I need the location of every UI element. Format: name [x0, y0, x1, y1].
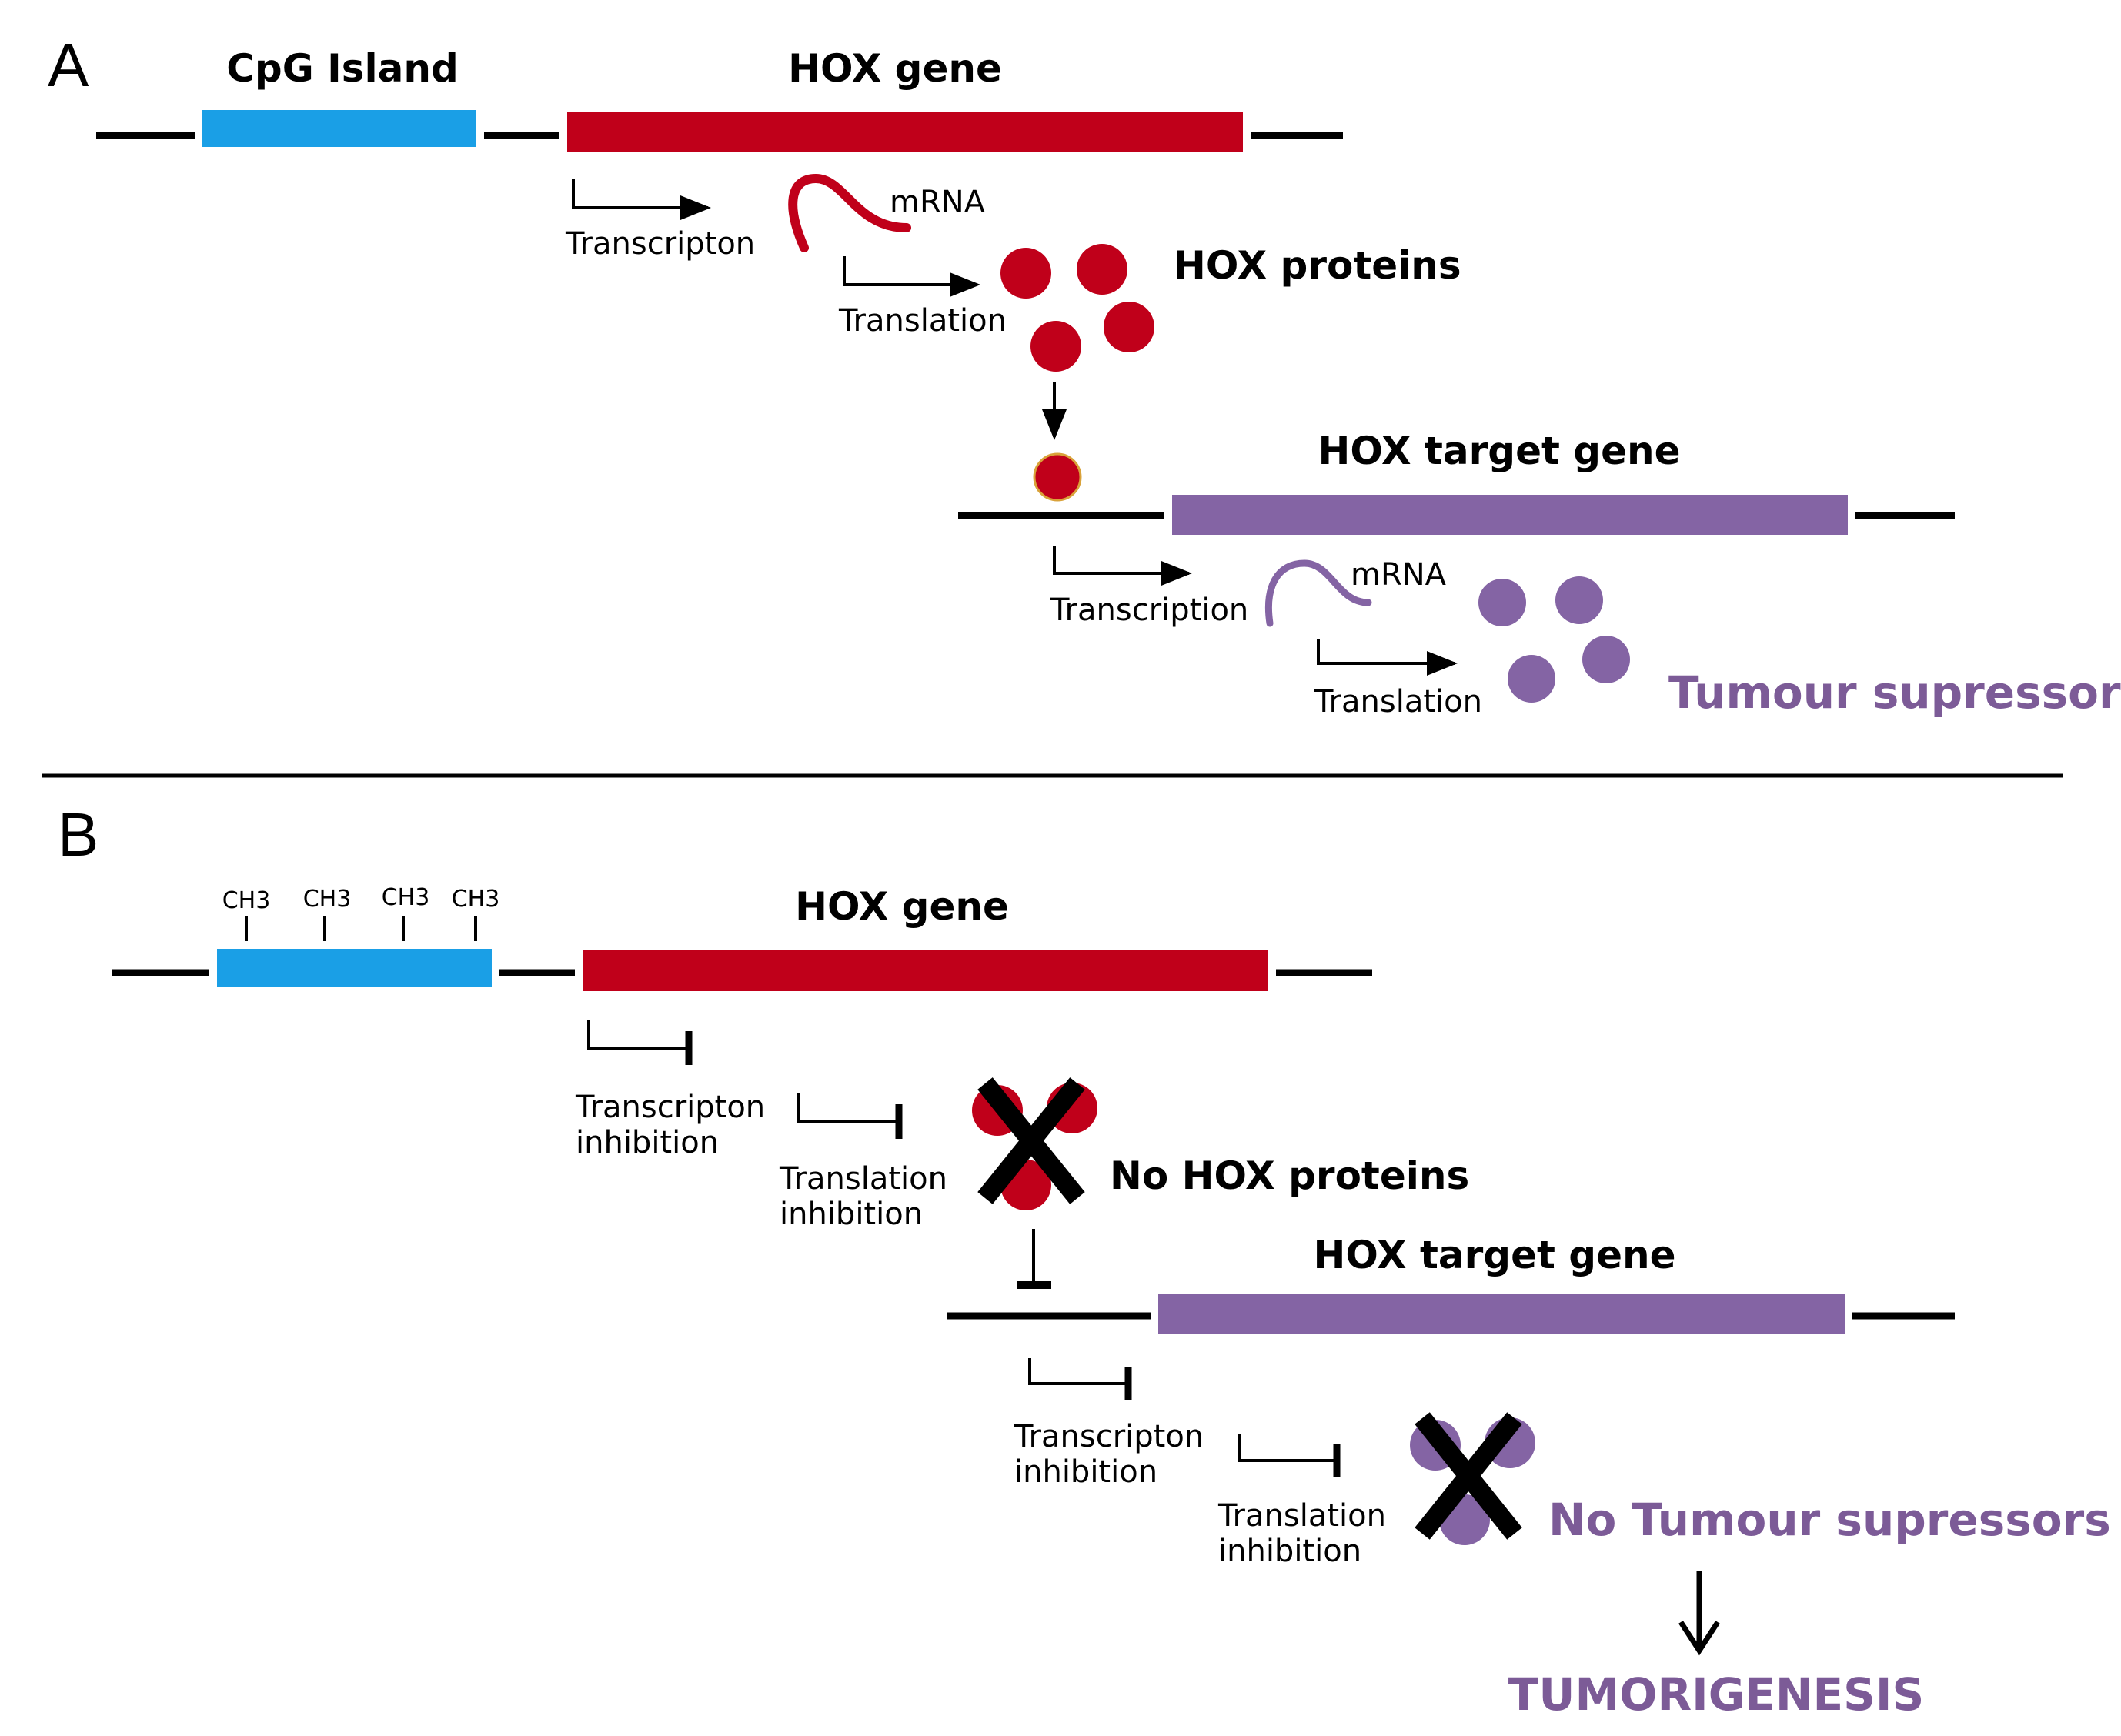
target-transcription-label: Transcription — [1050, 593, 1248, 628]
tumour-suppressor-protein — [1555, 576, 1603, 624]
cpg-island-label: CpG Island — [226, 46, 459, 91]
silenced-hox-gene-bar — [575, 943, 1276, 999]
bound-hox-protein — [1033, 452, 1082, 502]
target-transcription-inhibition-line2: inhibition — [1014, 1454, 1157, 1490]
methyl-label: CH3 — [382, 884, 430, 911]
hox-gene-label: HOX gene — [788, 46, 1002, 91]
translation-arrow — [843, 256, 980, 297]
tumour-suppressor-protein — [1478, 579, 1526, 626]
hox-protein — [1000, 248, 1051, 299]
target-transcription-inhibition-line1: Transcripton — [1014, 1419, 1204, 1454]
cross-out-x — [1415, 1412, 1522, 1540]
absent-tumour-suppressors — [1410, 1412, 1535, 1545]
target-transcription-inhibition-arrow — [1028, 1358, 1128, 1385]
methyl-label: CH3 — [222, 887, 271, 914]
panel-b: B CH3 CH3 CH3 CH3 HOX gene Transcripton … — [58, 800, 2111, 1721]
target-translation-inhibition-arrow — [1238, 1434, 1337, 1462]
translation-inhibition-arrow — [797, 1093, 899, 1123]
transcription-inhibition-arrow — [587, 1020, 689, 1050]
target-translation-arrow — [1317, 639, 1458, 676]
translation-inhibition-label-line2: inhibition — [780, 1197, 923, 1232]
translation-inhibition-label-line1: Translation — [779, 1161, 947, 1197]
no-hox-proteins-label: No HOX proteins — [1110, 1153, 1469, 1198]
outcome-arrow-head — [1678, 1621, 1720, 1656]
hox-target-gene-label: HOX target gene — [1318, 429, 1680, 473]
translation-label: Translation — [838, 303, 1007, 339]
hox-proteins-label: HOX proteins — [1174, 243, 1461, 288]
hox-gene-bar — [559, 104, 1251, 159]
tumour-suppressors-label: Tumour supressors — [1668, 666, 2121, 719]
cross-out-x — [977, 1077, 1085, 1204]
target-transcription-arrow — [1053, 546, 1192, 586]
panel-b-letter: B — [58, 800, 99, 869]
target-mrna-label: mRNA — [1351, 557, 1447, 593]
transcription-arrow — [572, 179, 711, 220]
hox-protein — [1077, 244, 1127, 295]
panel-a: A CpG Island HOX gene Transcripton mRNA … — [48, 31, 2121, 719]
transcription-inhibition-label-line2: inhibition — [576, 1125, 719, 1160]
transcription-inhibition-label-line1: Transcripton — [575, 1090, 765, 1125]
tumour-suppressor-protein — [1582, 636, 1630, 683]
mrna-squiggle — [788, 173, 911, 252]
no-tumour-suppressors-label: No Tumour supressors — [1548, 1494, 2111, 1546]
absent-hox-proteins — [972, 1077, 1097, 1210]
hox-protein — [1030, 321, 1081, 372]
tumorigenesis-label: TUMORIGENESIS — [1508, 1668, 1924, 1721]
target-mrna-squiggle — [1265, 559, 1372, 627]
hox-gene-label-b: HOX gene — [795, 884, 1009, 929]
hox-protein — [1104, 302, 1154, 352]
panel-a-letter: A — [48, 31, 89, 99]
hox-target-gene-bar — [1164, 487, 1855, 542]
hox-target-gene-bar-b — [1151, 1287, 1852, 1342]
methylated-cpg-island-bar — [209, 941, 499, 994]
methyl-label: CH3 — [303, 886, 352, 913]
cpg-island-bar — [195, 102, 484, 155]
methyl-label: CH3 — [452, 886, 500, 913]
target-translation-inhibition-line2: inhibition — [1218, 1534, 1361, 1569]
target-translation-inhibition-line1: Translation — [1217, 1498, 1386, 1534]
mrna-label: mRNA — [890, 185, 986, 220]
tumour-suppressor-protein — [1508, 655, 1555, 703]
transcription-label: Transcripton — [565, 226, 755, 262]
target-translation-label: Translation — [1314, 684, 1482, 719]
hox-target-gene-label-b: HOX target gene — [1313, 1233, 1675, 1277]
